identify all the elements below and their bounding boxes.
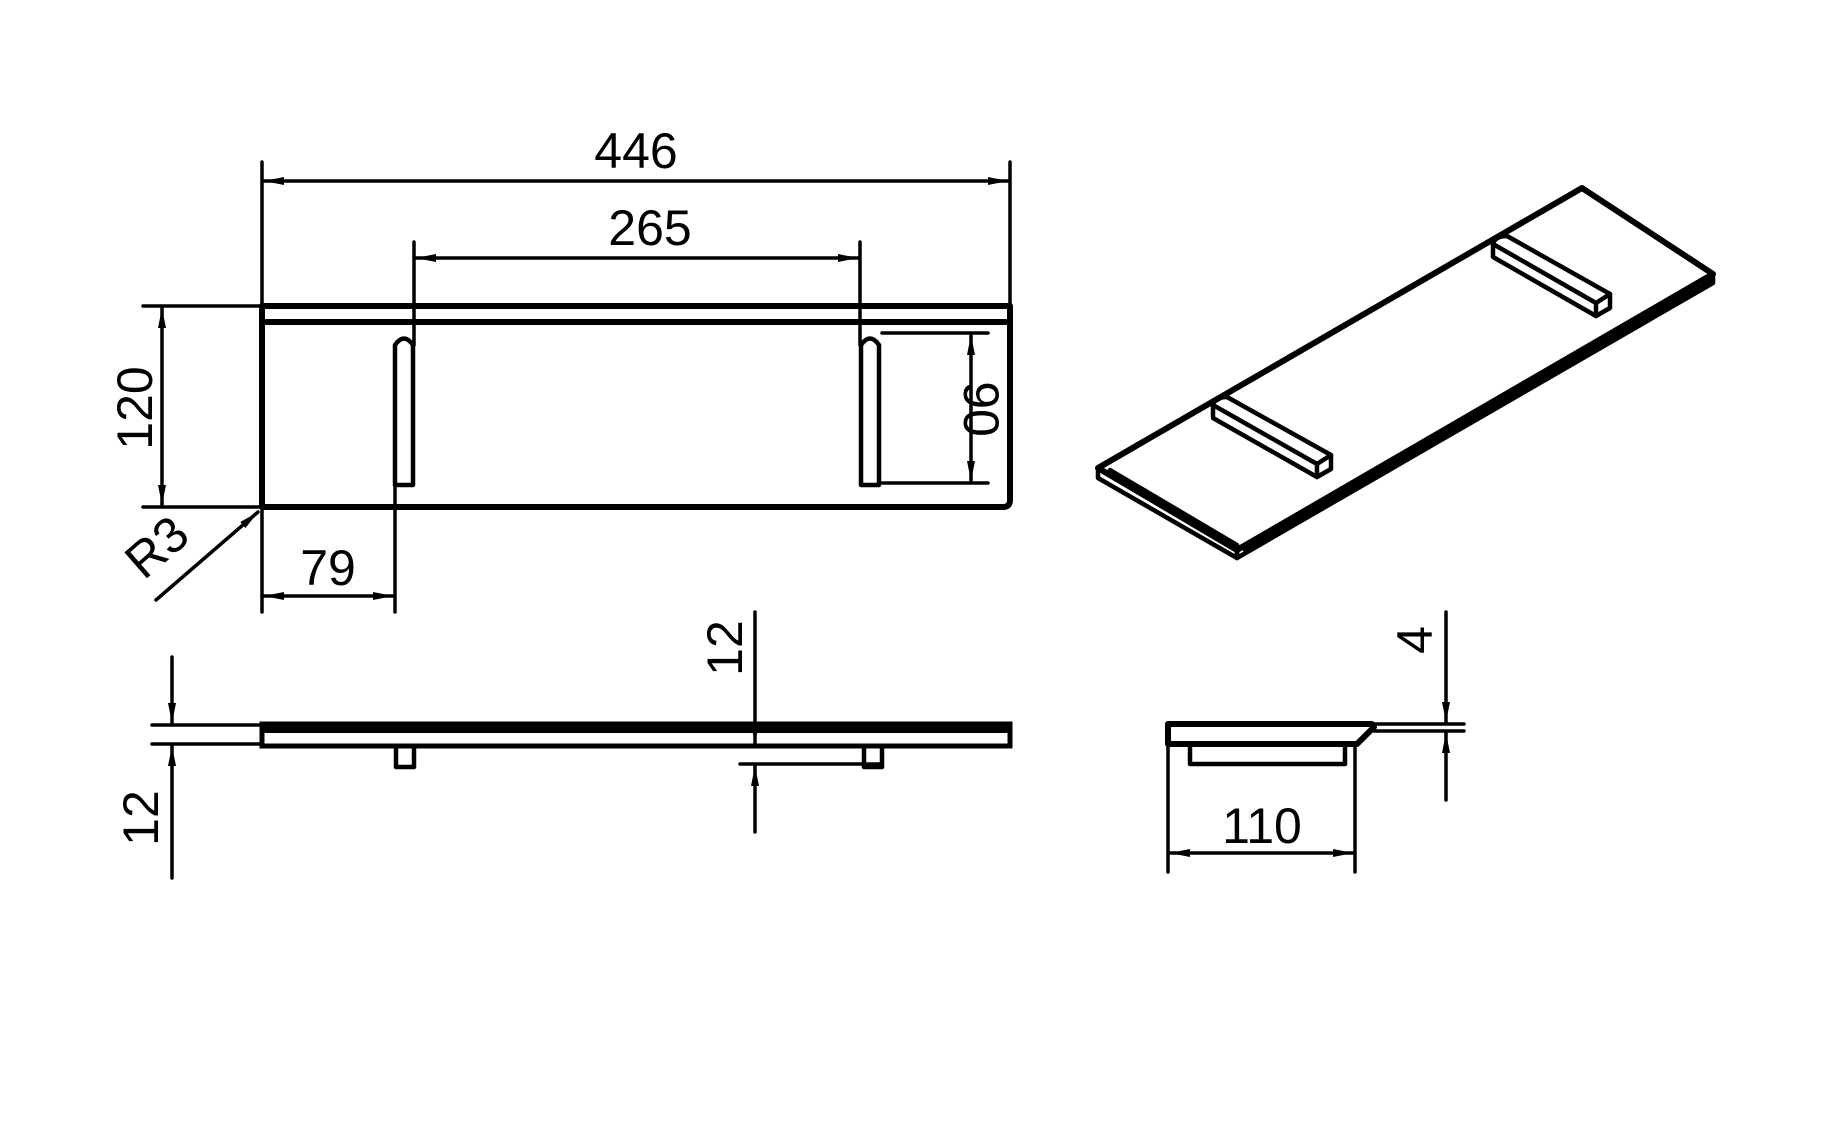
dim-4-label: 4 [1387, 626, 1443, 654]
iso-board-right-inner [1242, 277, 1716, 553]
dim-79-label: 79 [300, 540, 356, 596]
iso-left-batten-top [1314, 452, 1334, 467]
iso-board-front-inner [1107, 467, 1240, 548]
top-view: 446 265 120 90 79 R3 [107, 123, 1013, 614]
isometric-view [1095, 185, 1716, 561]
iso-left-batten-edge [1210, 402, 1320, 467]
dim-265-label: 265 [608, 200, 691, 256]
board-front-top-band [262, 724, 1010, 733]
iso-right-batten-top [1593, 291, 1613, 306]
leader-r3 [154, 510, 260, 602]
dim-110-label: 110 [1222, 798, 1302, 854]
side-view: 4 110 [1165, 610, 1466, 874]
dim-r3-label: R3 [114, 505, 199, 589]
board-side [1165, 721, 1377, 747]
dim-90-label: 90 [953, 381, 1009, 437]
iso-left-batten [1210, 394, 1334, 480]
iso-right-batten-edge [1490, 241, 1599, 306]
dim-12-left-label: 12 [113, 790, 169, 846]
left-batten [392, 336, 416, 488]
dim-12-center-label: 12 [697, 620, 753, 676]
batten-side [1187, 741, 1348, 767]
right-batten [858, 336, 882, 488]
iso-right-batten [1490, 233, 1613, 319]
front-view: 12 12 [113, 610, 1013, 880]
dim-120-label: 120 [107, 366, 163, 449]
board-outline [259, 303, 1013, 510]
iso-board-top [1095, 185, 1716, 553]
dim-446-label: 446 [594, 123, 677, 179]
iso-board-right-face [1234, 271, 1716, 561]
right-batten-front [861, 743, 885, 770]
left-batten-front [393, 743, 417, 770]
